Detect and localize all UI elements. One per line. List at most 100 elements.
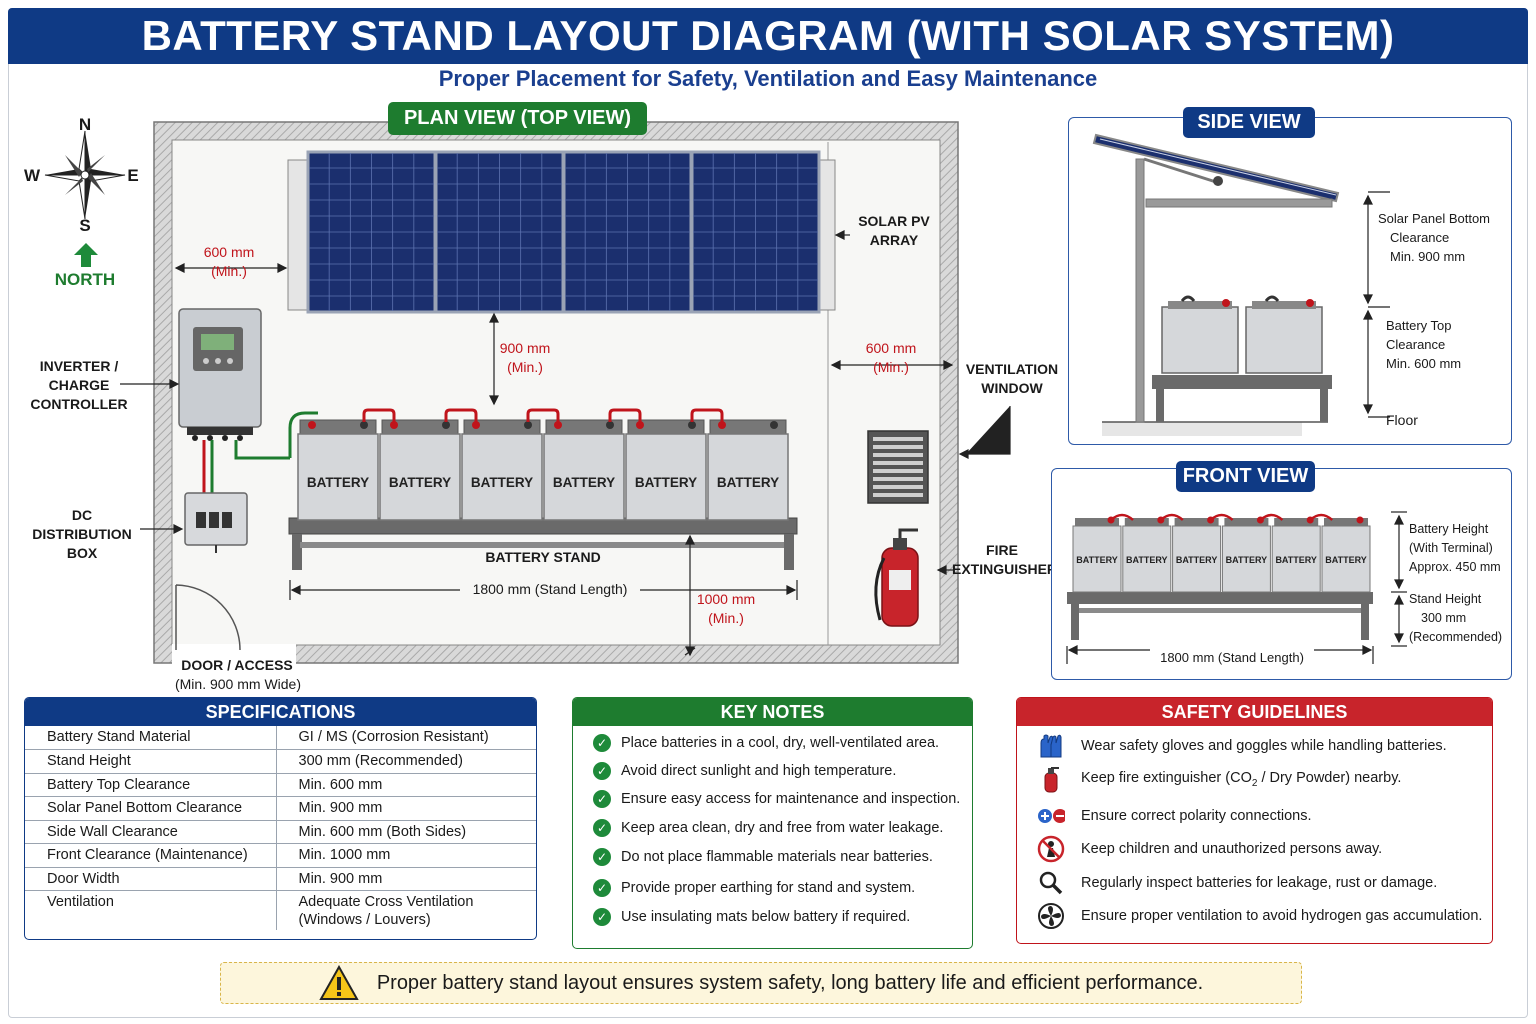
dim-right-wall: 600 mm [865, 340, 917, 356]
solar-pv-array [287, 150, 836, 314]
solar-panel [306, 150, 437, 314]
check-icon: ✓ [593, 734, 611, 752]
battery-label: BATTERY [717, 475, 779, 490]
side-floor-label: Floor [1386, 412, 1418, 428]
spec-value: Min. 900 mm [276, 796, 536, 821]
spec-row: Front Clearance (Maintenance)Min. 1000 m… [25, 843, 536, 868]
front-battery: BATTERY [1122, 516, 1172, 593]
side-panel-clearance-1: Solar Panel Bottom [1378, 211, 1491, 226]
no-children-icon [1037, 835, 1065, 863]
compass-n: N [78, 115, 92, 134]
front-stand-height-2: 300 mm [1421, 611, 1467, 625]
page-subtitle: Proper Placement for Safety, Ventilation… [438, 66, 1098, 91]
north-label: NORTH [54, 270, 116, 289]
safety-text-4: Keep children and unauthorized persons a… [1081, 841, 1383, 857]
solar-pv-array-label: SOLAR PV ARRAY [858, 213, 930, 248]
compass: N S W E NORTH [22, 112, 152, 292]
battery-stand-shape [288, 517, 798, 570]
front-stand-height-3: (Recommended) [1409, 630, 1503, 644]
door-sublabel: (Min. 900 mm Wide) [174, 676, 302, 692]
front-battery: BATTERY [1321, 516, 1371, 593]
ventilation-window-shape [867, 430, 929, 504]
key-note-text: Provide proper earthing for stand and sy… [621, 880, 916, 896]
spec-label: Battery Stand Material [25, 726, 277, 750]
compass-w: W [23, 166, 41, 185]
plan-view-title: PLAN VIEW (TOP VIEW) [388, 102, 647, 135]
dim-right-wall-min: (Min.) [873, 359, 909, 375]
plan-view: BATTERY BATTERY BATTERY BATTERY BATTERY BATTE… [0, 0, 1060, 700]
solar-panel [434, 150, 565, 314]
dim-left-wall-min: (Min.) [211, 263, 247, 279]
battery: BATTERY [625, 419, 707, 521]
compass-e: E [127, 166, 139, 185]
key-notes-panel: KEY NOTES ✓Place batteries in a cool, dr… [572, 697, 973, 949]
key-note-item: ✓Keep area clean, dry and free from wate… [593, 819, 943, 837]
safety-text-6: Ensure proper ventilation to avoid hydro… [1081, 908, 1483, 924]
safety-item-children: Keep children and unauthorized persons a… [1037, 835, 1382, 863]
warning-icon [319, 965, 359, 1000]
check-icon: ✓ [593, 819, 611, 837]
spec-label: Ventilation [25, 890, 277, 930]
safety-item-gloves: Wear safety gloves and goggles while han… [1037, 732, 1447, 760]
battery: BATTERY [297, 419, 379, 521]
battery-label: BATTERY [635, 475, 697, 490]
solar-panel [690, 150, 821, 314]
side-battery-clearance-2: Clearance [1386, 337, 1446, 352]
spec-value: Min. 600 mm (Both Sides) [276, 820, 536, 844]
safety-text-5: Regularly inspect batteries for leakage,… [1081, 875, 1438, 891]
side-battery-clearance-1: Battery Top [1386, 318, 1452, 333]
fire-extinguisher-shape [874, 528, 919, 627]
solar-panel [562, 150, 693, 314]
key-note-text: Do not place flammable materials near ba… [621, 849, 933, 865]
footer-banner: Proper battery stand layout ensures syst… [220, 962, 1302, 1004]
polarity-icon [1037, 802, 1065, 830]
check-icon: ✓ [593, 790, 611, 808]
front-battery-label: BATTERY [1325, 555, 1367, 565]
side-battery-clearance-3: Min. 600 mm [1386, 356, 1462, 371]
safety-item-inspect: Regularly inspect batteries for leakage,… [1037, 869, 1437, 897]
battery: BATTERY [543, 419, 625, 521]
spec-value: Min. 600 mm [276, 773, 536, 797]
safety-item-extinguisher: Keep fire extinguisher (CO2 / Dry Powder… [1037, 765, 1401, 793]
check-icon: ✓ [593, 908, 611, 926]
dim-front-min: (Min.) [708, 610, 744, 626]
key-note-text: Use insulating mats below battery if req… [621, 909, 911, 925]
check-icon: ✓ [593, 848, 611, 866]
safety-title: SAFETY GUIDELINES [1017, 698, 1492, 726]
spec-value: Adequate Cross Ventilation(Windows / Lou… [276, 891, 536, 931]
fan-icon [1037, 902, 1065, 930]
battery-label: BATTERY [389, 475, 451, 490]
key-note-item: ✓ Provide proper earthing for stand and s… [593, 879, 915, 897]
front-battery-label: BATTERY [1275, 555, 1317, 565]
safety-item-polarity: Ensure correct polarity connections. [1037, 802, 1312, 830]
dim-panel-gap: 900 mm [499, 340, 551, 356]
key-note-text: Avoid direct sunlight and high temperatu… [621, 763, 897, 779]
inverter-label: INVERTER / CHARGE CONTROLLER [30, 358, 128, 412]
spec-value: Min. 1000 mm [276, 843, 536, 868]
battery-label: BATTERY [307, 475, 369, 490]
front-battery: BATTERY [1172, 516, 1222, 593]
front-battery-label: BATTERY [1076, 555, 1118, 565]
safety-text-2: Keep fire extinguisher (CO2 / Dry Powder… [1081, 769, 1402, 789]
battery-label: BATTERY [553, 475, 615, 490]
dim-panel-gap-min: (Min.) [507, 359, 543, 375]
safety-text-3: Ensure correct polarity connections. [1081, 808, 1312, 824]
dc-distribution-box-shape [184, 492, 248, 553]
spec-value: Min. 900 mm [276, 867, 536, 891]
safety-item-ventilation: Ensure proper ventilation to avoid hydro… [1037, 902, 1482, 930]
check-icon: ✓ [593, 879, 611, 897]
fire-extinguisher-label: FIRE EXTINGUISHER [952, 542, 1058, 577]
key-note-text: Place batteries in a cool, dry, well-ven… [621, 735, 940, 751]
safety-text-1: Wear safety gloves and goggles while han… [1081, 738, 1447, 754]
key-note-item: ✓ Use insulating mats below battery if re… [593, 908, 910, 926]
inverter-unit [178, 308, 262, 441]
spec-label: Front Clearance (Maintenance) [25, 843, 277, 868]
battery-label: BATTERY [471, 475, 533, 490]
north-arrow-icon [74, 243, 98, 267]
